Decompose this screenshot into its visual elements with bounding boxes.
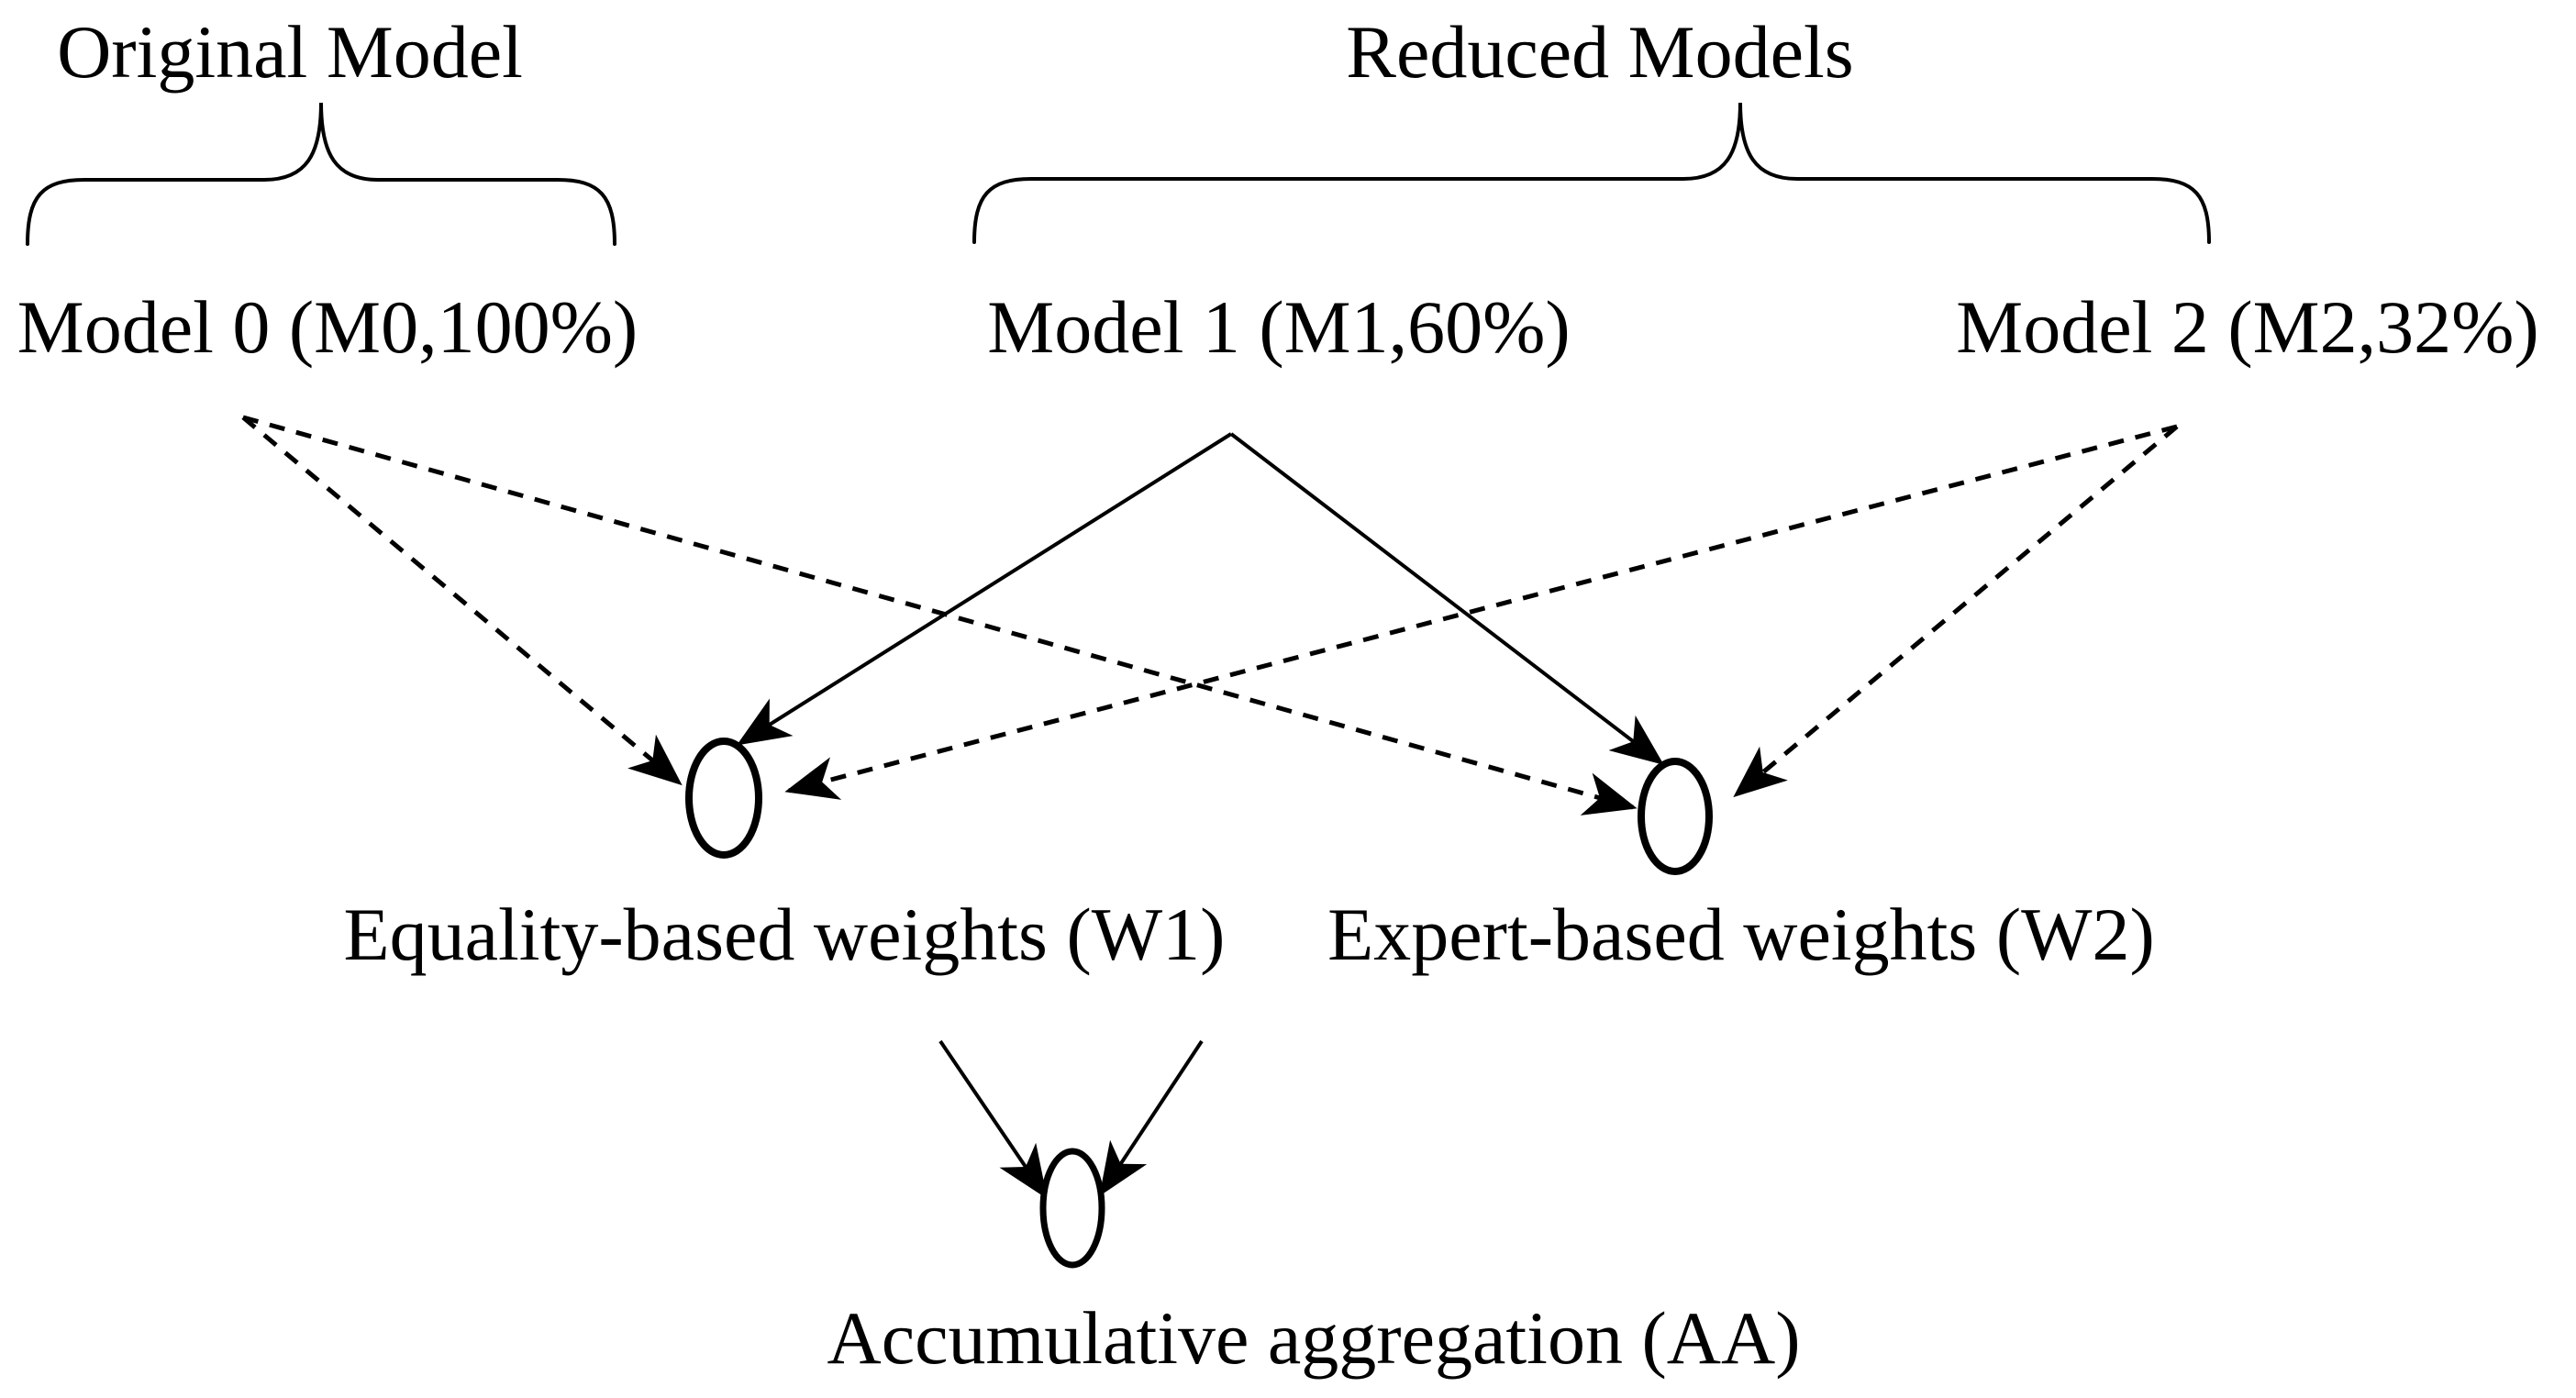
edge-M0-W2-arrow <box>242 415 1638 816</box>
edge-M1-W1-arrow <box>736 432 1233 746</box>
edge-M2-W2-arrow <box>1733 425 2179 798</box>
reduced-models-brace <box>972 102 2211 244</box>
braces-layer <box>26 102 2211 246</box>
equality-weights-node <box>685 738 762 859</box>
edges-layer <box>241 415 2179 1199</box>
edge-W1-AA-arrow <box>938 1039 1048 1199</box>
nodes-layer <box>685 738 1713 1269</box>
accumulative-aggregation-node <box>1039 1148 1105 1269</box>
original-model-brace <box>26 102 616 246</box>
edge-W2-AA-arrow <box>1099 1039 1204 1197</box>
edge-M2-W1-arrow <box>784 424 2178 800</box>
edge-M0-W1-arrow <box>241 416 683 786</box>
edge-M1-W2-arrow <box>1229 432 1664 765</box>
expert-weights-node <box>1638 758 1713 875</box>
